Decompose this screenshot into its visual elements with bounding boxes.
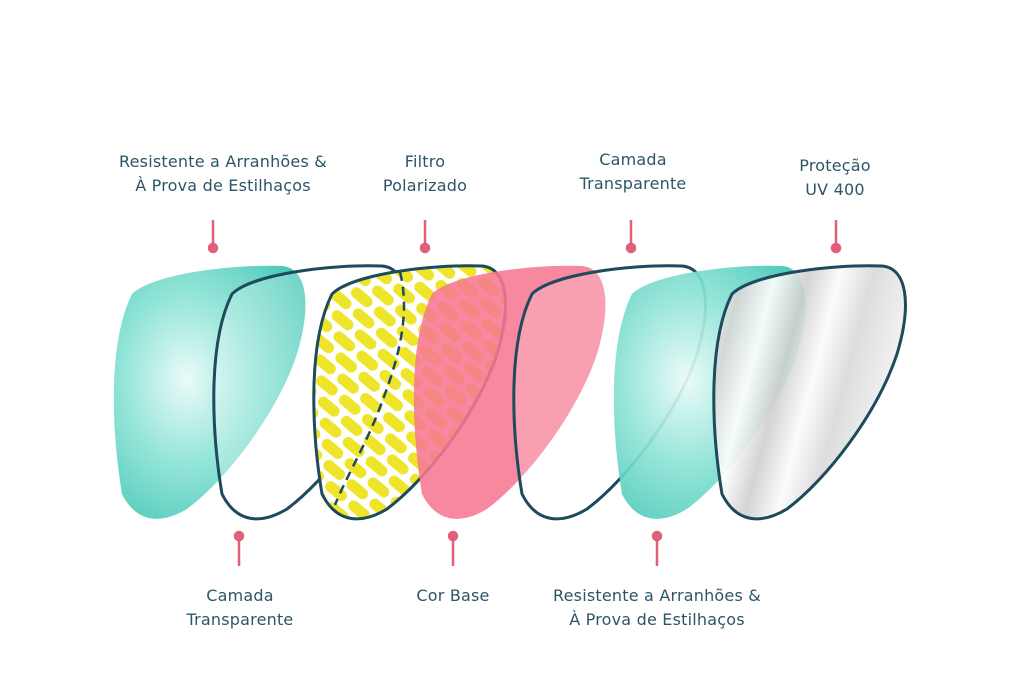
lens-uv-silver xyxy=(712,264,907,521)
label-top-polarized-filter: Filtro Polarizado xyxy=(382,152,468,195)
pin-bottom-1 xyxy=(233,530,245,566)
label-top-uv-protection: Proteção UV 400 xyxy=(799,156,871,199)
pin-top-1 xyxy=(207,220,219,254)
label-top-scratch-resistant: Resistente a Arranhões & À Prova de Esti… xyxy=(119,152,327,195)
label-top-transparent-layer: Camada Transparente xyxy=(579,150,687,193)
label-bottom-base-color: Cor Base xyxy=(416,586,490,605)
lens-polarized xyxy=(312,264,507,521)
pins-bottom xyxy=(233,530,663,566)
label-bottom-transparent-layer: Camada Transparente xyxy=(186,586,294,629)
pin-top-2 xyxy=(419,220,431,254)
pin-bottom-3 xyxy=(651,530,663,566)
pin-top-4 xyxy=(830,220,842,254)
pin-top-3 xyxy=(625,220,637,254)
pins-top xyxy=(207,220,842,254)
label-bottom-scratch-resistant: Resistente a Arranhões & À Prova de Esti… xyxy=(553,586,761,629)
pin-bottom-2 xyxy=(447,530,459,566)
